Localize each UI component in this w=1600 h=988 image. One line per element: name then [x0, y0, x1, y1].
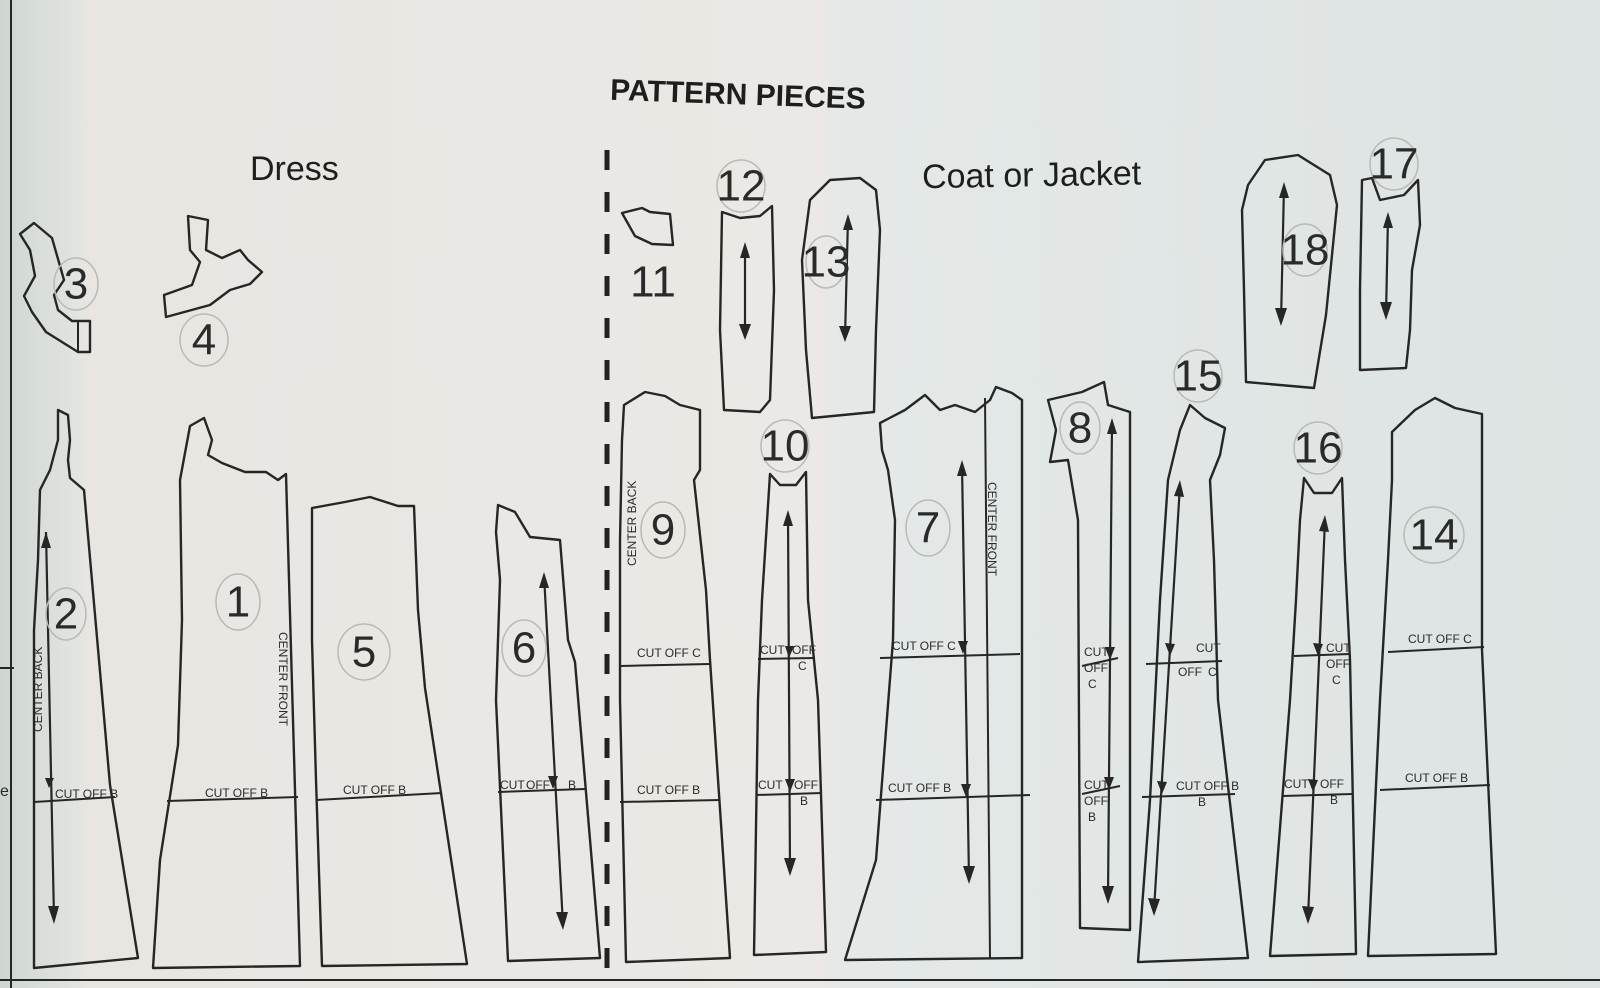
- svg-text:C: C: [1208, 665, 1217, 679]
- piece-1: CUT OFF B CENTER FRONT 1: [151, 416, 302, 970]
- label-center-front-1: CENTER FRONT: [276, 632, 290, 727]
- label-cut-off-b-5: CUT OFF B: [343, 783, 406, 797]
- piece-number-11: 11: [630, 258, 676, 307]
- piece-number-3: 3: [64, 260, 88, 309]
- piece-number-8: 8: [1068, 404, 1092, 453]
- piece-18: 18: [1240, 153, 1339, 390]
- piece-number-7: 7: [916, 504, 940, 553]
- section-coat-or-jacket: Coat or Jacket: [922, 154, 1142, 196]
- label-cut-off-b-10: CUT: [758, 778, 783, 792]
- piece-number-13: 13: [802, 238, 851, 287]
- label-cut-off-b-8: CUT: [1084, 778, 1109, 792]
- piece-number-15: 15: [1174, 352, 1223, 401]
- piece-9: CENTER BACK CUT OFF C CUT OFF B 9: [618, 390, 732, 964]
- piece-6: CUT OFF B 6: [494, 503, 602, 963]
- label-cut-off-b-15: CUT OFF B: [1176, 779, 1239, 793]
- svg-text:C: C: [1088, 677, 1097, 691]
- label-cut-off-6: CUT: [500, 778, 525, 792]
- svg-text:OFF: OFF: [1084, 661, 1108, 675]
- label-cut-off-b-2: CUT OFF B: [55, 787, 118, 801]
- piece-7: CUT OFF C CUT OFF B CENTER FRONT 7: [843, 385, 1031, 962]
- label-cut-off-c-10: CUT: [760, 643, 785, 657]
- label-cut-off-b-1: CUT OFF B: [205, 786, 268, 800]
- svg-text:B: B: [1198, 795, 1206, 809]
- piece-5: CUT OFF B 5: [310, 495, 469, 968]
- edge-letter: e: [0, 783, 9, 800]
- piece-11: 11: [620, 206, 676, 307]
- svg-text:OFF: OFF: [792, 643, 816, 657]
- piece-number-6: 6: [512, 624, 536, 673]
- svg-text:B: B: [800, 794, 808, 808]
- piece-number-5: 5: [352, 628, 376, 677]
- piece-2: CENTER BACK CUT OFF B 2: [31, 408, 140, 970]
- piece-12: 12: [716, 159, 776, 414]
- label-cut-off-c-14: CUT OFF C: [1408, 632, 1472, 646]
- piece-4: 4: [162, 214, 264, 367]
- piece-number-10: 10: [761, 422, 810, 471]
- label-cut-off-c-7: CUT OFF C: [892, 639, 956, 653]
- svg-text:B: B: [1330, 793, 1338, 807]
- svg-text:C: C: [1332, 673, 1341, 687]
- label-cut-off-c-16: CUT: [1326, 641, 1351, 655]
- label-center-back-9: CENTER BACK: [625, 481, 639, 566]
- piece-16: CUT OFF C CUT OFF B 16: [1268, 421, 1358, 958]
- piece-15: CUT OFF C CUT OFF B B 15: [1136, 349, 1250, 964]
- svg-text:OFF: OFF: [1084, 794, 1108, 808]
- label-cut-off-b-9: CUT OFF B: [637, 783, 700, 797]
- piece-number-9: 9: [651, 506, 675, 555]
- svg-text:OFF: OFF: [1178, 665, 1202, 679]
- svg-text:C: C: [798, 659, 807, 673]
- label-center-back-2: CENTER BACK: [31, 647, 45, 732]
- section-dress: Dress: [250, 150, 339, 188]
- label-center-front-7: CENTER FRONT: [985, 482, 999, 577]
- svg-text:B: B: [1088, 810, 1096, 824]
- label-cut-off-c-8: CUT: [1084, 645, 1109, 659]
- piece-number-4: 4: [192, 316, 216, 365]
- piece-number-2: 2: [54, 590, 78, 639]
- label-cut-off-b-16: CUT: [1284, 777, 1309, 791]
- piece-8: CUT OFF C CUT OFF B 8: [1046, 380, 1132, 932]
- label-cut-off-c-9: CUT OFF C: [637, 646, 701, 660]
- page-title: PATTERN PIECES: [610, 74, 867, 116]
- label-cut-off-c-15: CUT: [1196, 641, 1221, 655]
- piece-number-16: 16: [1294, 424, 1343, 473]
- svg-text:OFF: OFF: [794, 778, 818, 792]
- piece-number-17: 17: [1370, 140, 1419, 189]
- piece-number-14: 14: [1410, 511, 1459, 560]
- piece-10: CUT OFF C CUT OFF B 10: [752, 419, 828, 957]
- piece-13: 13: [800, 176, 882, 420]
- svg-text:B: B: [568, 778, 576, 792]
- label-cut-off-b-7: CUT OFF B: [888, 781, 951, 795]
- piece-number-1: 1: [226, 578, 250, 627]
- piece-14: CUT OFF C CUT OFF B 14: [1366, 396, 1498, 958]
- svg-text:OFF: OFF: [526, 778, 550, 792]
- piece-3: 3: [18, 221, 99, 354]
- svg-text:OFF: OFF: [1320, 777, 1344, 791]
- svg-text:OFF: OFF: [1326, 657, 1350, 671]
- piece-number-12: 12: [717, 162, 766, 211]
- piece-17: 17: [1358, 137, 1422, 372]
- label-cut-off-b-14: CUT OFF B: [1405, 771, 1468, 785]
- piece-number-18: 18: [1281, 226, 1330, 275]
